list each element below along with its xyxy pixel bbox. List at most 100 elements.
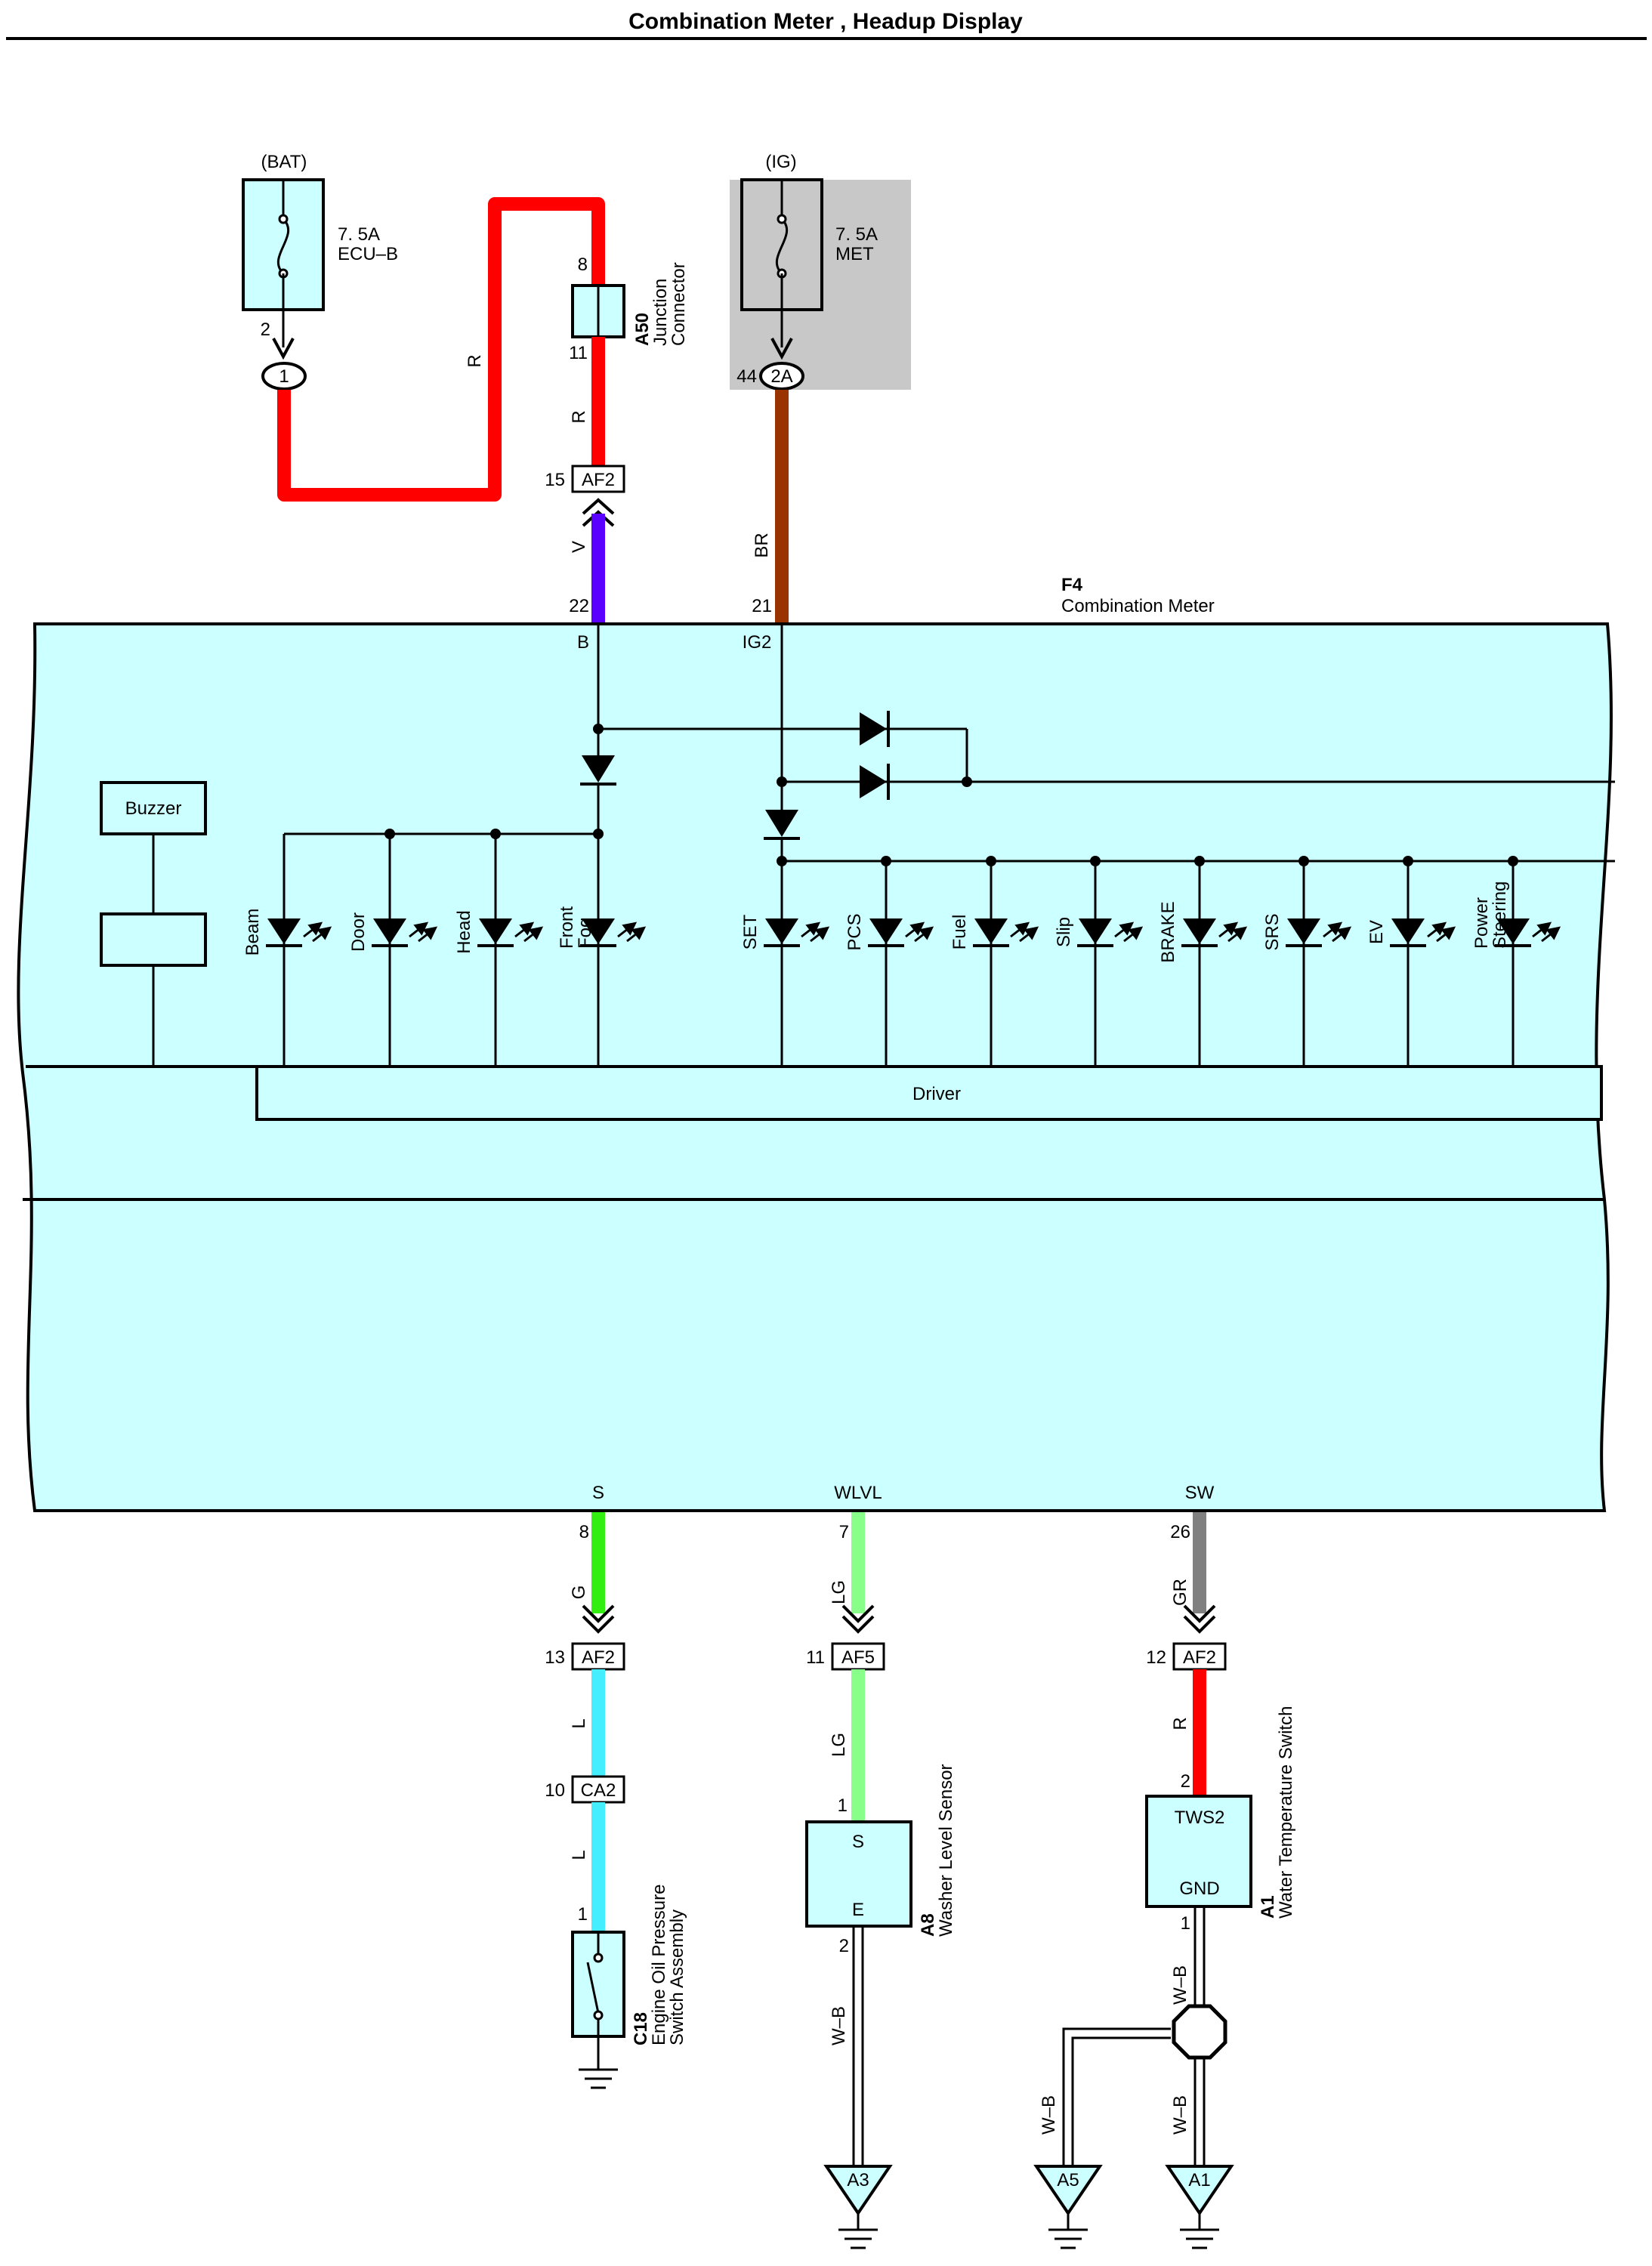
driver-box <box>255 1065 1603 1121</box>
meter-name: Combination Meter <box>1061 596 1215 616</box>
meter-term-s: S <box>592 1483 604 1503</box>
c18-code: C18 <box>631 2012 651 2045</box>
meter-ig-led-set: SET <box>740 914 830 949</box>
ground-a5-label: A5 <box>1057 2170 1079 2190</box>
diode-b <box>580 755 616 786</box>
jc-code: A50 <box>632 313 653 346</box>
meter-ig-led-label: Fuel <box>950 915 970 950</box>
junction-dot-b2 <box>593 829 604 839</box>
a1-pin-gnd: 1 <box>1181 1913 1190 1934</box>
junction-dot <box>1090 856 1101 866</box>
ground-a1-label: A1 <box>1188 2170 1210 2190</box>
diode-horizontal-1 <box>860 711 890 747</box>
wire-label-bat-run: R <box>465 354 485 367</box>
wire-label-meter-ig: BR <box>752 533 772 557</box>
meter-ig-led-label: SET <box>740 914 761 949</box>
af2-b-pin: 15 <box>545 470 565 490</box>
wire-label-meter-b: V <box>569 541 589 553</box>
meter-pin-s: 8 <box>579 1522 589 1542</box>
fuse-met: (IG) 7. 5A MET 44 2A <box>736 152 878 391</box>
wire-label-s-mid: L <box>569 1718 589 1728</box>
af2-sw-pin: 12 <box>1146 1647 1166 1668</box>
meter-b-led-label: Front <box>557 906 577 949</box>
wire-label-jc-out: R <box>569 410 589 423</box>
meter-term-wlvl: WLVL <box>834 1483 882 1503</box>
meter-b-led-label-2: Fog <box>575 918 595 949</box>
meter-ig-led-label: BRAKE <box>1158 901 1178 962</box>
wire-label-s-lower: L <box>569 1850 589 1860</box>
wire-label-wlvl-lower: LG <box>829 1733 849 1757</box>
meter-term-sw: SW <box>1185 1483 1215 1503</box>
junction-dot-ig1 <box>777 776 787 787</box>
fuse-bat-pin: 2 <box>261 320 270 340</box>
meter-ig-led-slip: Slip <box>1054 917 1144 947</box>
a8-code: A8 <box>918 1913 938 1937</box>
junction-dot <box>881 856 891 866</box>
splice-joint <box>1172 2004 1227 2060</box>
buzzer-label: Buzzer <box>125 798 182 819</box>
a8-pin-s: 1 <box>838 1795 848 1816</box>
ground-a5: A5 <box>1033 2165 1103 2249</box>
junction-bat: 1 <box>279 366 289 387</box>
meter-pin-wlvl: 7 <box>839 1522 849 1542</box>
af2-s-name: AF2 <box>582 1647 615 1668</box>
ca2-s-name: CA2 <box>581 1780 616 1801</box>
jc-pin-top: 8 <box>578 255 588 275</box>
af2-sw-name: AF2 <box>1183 1647 1216 1668</box>
junction-dot-b4 <box>490 829 501 839</box>
meter-b-led-label: Head <box>454 910 474 953</box>
a8-name: Washer Level Sensor <box>936 1764 956 1937</box>
fuse-bat-rating: 7. 5A <box>338 224 380 245</box>
c18-pin: 1 <box>578 1904 588 1925</box>
water-temp-switch: 2 TWS2 GND 1 A1 Water Temperature Switch <box>1145 1706 1296 1934</box>
washer-level-sensor: 1 S E 2 A8 Washer Level Sensor <box>805 1764 956 1956</box>
ground-symbol-c18 <box>579 2036 618 2089</box>
meter-ig-led-label: EV <box>1366 920 1387 944</box>
wire-label-wlvl-ground: W–B <box>829 2006 849 2045</box>
af2-b-name: AF2 <box>582 470 615 490</box>
a8-term-e: E <box>852 1900 864 1920</box>
meter-b-led-door: Door <box>348 912 438 952</box>
junction-dot <box>1298 856 1309 866</box>
a1-name: Water Temperature Switch <box>1276 1706 1296 1919</box>
fuse-ig-source: (IG) <box>765 152 796 172</box>
a1-code: A1 <box>1258 1895 1278 1919</box>
junction-dot <box>986 856 996 866</box>
c18-name-1: Engine Oil Pressure <box>649 1885 669 2045</box>
junction-dot-b1 <box>593 724 604 734</box>
jc-name-1: Junction <box>650 279 671 346</box>
connector-ca2-s: CA2 10 <box>545 1775 625 1804</box>
wire-label-s-upper: G <box>569 1585 589 1600</box>
fuse-ecu-b: (BAT) 7. 5A ECU–B 2 1 <box>242 152 398 391</box>
meter-b-led-head: Head <box>454 910 544 954</box>
fuse-ig-pin: 44 <box>736 366 757 387</box>
wire-r-bat <box>277 197 605 502</box>
connector-af2-s: AF2 13 <box>545 1642 625 1671</box>
connector-af2-b: AF2 15 <box>545 465 625 527</box>
junction-ig: 2A <box>770 366 792 387</box>
meter-code: F4 <box>1061 575 1083 595</box>
af5-pin: 11 <box>806 1647 825 1668</box>
wire-label-sw-ground: W–B <box>1170 1965 1190 2005</box>
ground-a3-label: A3 <box>847 2170 869 2190</box>
meter-pin-sw: 26 <box>1170 1522 1190 1542</box>
meter-ig-led-ev: EV <box>1366 918 1456 947</box>
meter-ig-led-label: SRS <box>1262 913 1283 950</box>
wire-label-a5-ground: W–B <box>1039 2095 1059 2135</box>
meter-term-ig2: IG2 <box>743 632 772 653</box>
c18-name-2: Switch Assembly <box>667 1909 687 2045</box>
wire-label-sw-lower: R <box>1170 1717 1190 1730</box>
meter-pin-b: 22 <box>569 596 589 616</box>
connector-af5-wlvl: AF5 11 <box>806 1642 885 1671</box>
junction-dot <box>1194 856 1205 866</box>
fuse-bat-name: ECU–B <box>338 244 398 264</box>
meter-b-led-beam: Beam <box>242 909 332 955</box>
junction-dot-b3 <box>384 829 395 839</box>
jc-name-2: Connector <box>669 262 689 346</box>
meter-ig-led-label-2: Steering <box>1490 881 1510 949</box>
connector-arrow-wlvl <box>841 1604 875 1634</box>
